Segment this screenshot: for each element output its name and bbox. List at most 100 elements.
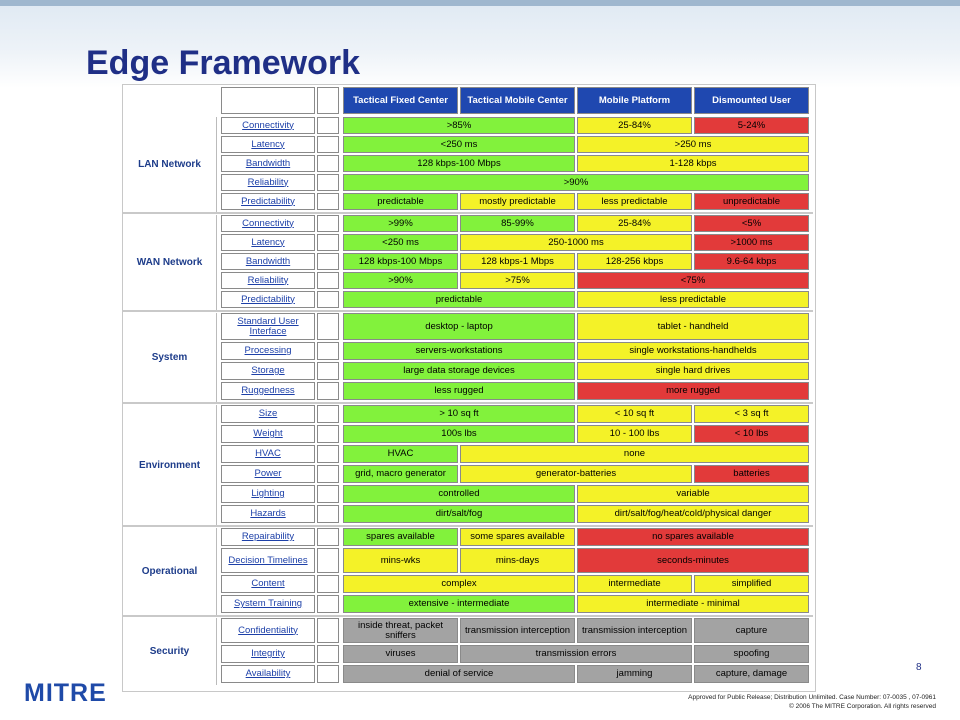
value-cell: some spares available bbox=[460, 528, 575, 546]
section-label: Security bbox=[123, 618, 217, 685]
value-cell: denial of service bbox=[343, 665, 575, 683]
value-cell: mins-days bbox=[460, 548, 575, 573]
value-cell: spoofing bbox=[694, 645, 809, 663]
value-cell: simplified bbox=[694, 575, 809, 593]
section-label: Operational bbox=[123, 528, 217, 615]
row-blank-cell bbox=[317, 313, 339, 340]
row-attribute-link[interactable]: Connectivity bbox=[221, 117, 315, 134]
value-cell: 100s lbs bbox=[343, 425, 575, 443]
value-cell: >85% bbox=[343, 117, 575, 134]
value-cell: predictable bbox=[343, 291, 575, 308]
value-cell: 85-99% bbox=[460, 215, 575, 232]
row-blank-cell bbox=[317, 155, 339, 172]
row-attribute-link[interactable]: Predictability bbox=[221, 193, 315, 210]
row-attribute-link[interactable]: Reliability bbox=[221, 174, 315, 191]
row-attribute-link[interactable]: Ruggedness bbox=[221, 382, 315, 400]
row-attribute-link[interactable]: Size bbox=[221, 405, 315, 423]
value-cell: HVAC bbox=[343, 445, 458, 463]
value-cell: batteries bbox=[694, 465, 809, 483]
value-cell: tablet - handheld bbox=[577, 313, 809, 340]
value-cell: capture bbox=[694, 618, 809, 643]
header-cell: Tactical Fixed Center bbox=[343, 87, 458, 114]
row-attribute-link[interactable]: System Training bbox=[221, 595, 315, 613]
row-attribute-link[interactable]: Bandwidth bbox=[221, 155, 315, 172]
value-cell: inside threat, packet sniffers bbox=[343, 618, 458, 643]
slide-title: Edge Framework bbox=[86, 44, 360, 82]
row-attribute-link[interactable]: Content bbox=[221, 575, 315, 593]
value-cell: >90% bbox=[343, 174, 809, 191]
value-cell: less rugged bbox=[343, 382, 575, 400]
value-cell: transmission interception bbox=[460, 618, 575, 643]
section-divider bbox=[123, 525, 813, 527]
row-attribute-link[interactable]: Latency bbox=[221, 234, 315, 251]
value-cell: <75% bbox=[577, 272, 809, 289]
section-divider bbox=[123, 615, 813, 617]
value-cell: dirt/salt/fog/heat/cold/physical danger bbox=[577, 505, 809, 523]
row-blank-cell bbox=[317, 618, 339, 643]
row-attribute-link[interactable]: Lighting bbox=[221, 485, 315, 503]
section-divider bbox=[123, 402, 813, 404]
value-cell: jamming bbox=[577, 665, 692, 683]
value-cell: extensive - intermediate bbox=[343, 595, 575, 613]
row-attribute-link[interactable]: Reliability bbox=[221, 272, 315, 289]
value-cell: unpredictable bbox=[694, 193, 809, 210]
row-attribute-link[interactable]: Hazards bbox=[221, 505, 315, 523]
value-cell: intermediate - minimal bbox=[577, 595, 809, 613]
row-attribute-link[interactable]: Bandwidth bbox=[221, 253, 315, 270]
value-cell: <5% bbox=[694, 215, 809, 232]
value-cell: variable bbox=[577, 485, 809, 503]
value-cell: 25-84% bbox=[577, 215, 692, 232]
value-cell: capture, damage bbox=[694, 665, 809, 683]
row-attribute-link[interactable]: Confidentiality bbox=[221, 618, 315, 643]
value-cell: >1000 ms bbox=[694, 234, 809, 251]
value-cell: desktop - laptop bbox=[343, 313, 575, 340]
header-cell: Tactical Mobile Center bbox=[460, 87, 575, 114]
row-attribute-link[interactable]: Decision Timelines bbox=[221, 548, 315, 573]
value-cell: spares available bbox=[343, 528, 458, 546]
row-attribute-link[interactable]: Standard User Interface bbox=[221, 313, 315, 340]
row-blank-cell bbox=[317, 405, 339, 423]
row-blank-cell bbox=[317, 136, 339, 153]
slide-header-band bbox=[0, 0, 960, 88]
row-attribute-link[interactable]: Latency bbox=[221, 136, 315, 153]
row-attribute-link[interactable]: HVAC bbox=[221, 445, 315, 463]
row-attribute-link[interactable]: Integrity bbox=[221, 645, 315, 663]
row-blank-cell bbox=[317, 485, 339, 503]
row-attribute-link[interactable]: Weight bbox=[221, 425, 315, 443]
value-cell: 128 kbps-100 Mbps bbox=[343, 253, 458, 270]
header-cell: Mobile Platform bbox=[577, 87, 692, 114]
section-divider bbox=[123, 212, 813, 214]
row-attribute-link[interactable]: Availability bbox=[221, 665, 315, 683]
value-cell: grid, macro generator bbox=[343, 465, 458, 483]
value-cell: mostly predictable bbox=[460, 193, 575, 210]
row-attribute-link[interactable]: Predictability bbox=[221, 291, 315, 308]
row-attribute-link[interactable]: Repairability bbox=[221, 528, 315, 546]
row-blank-cell bbox=[317, 342, 339, 360]
row-attribute-link[interactable]: Storage bbox=[221, 362, 315, 380]
row-blank-cell bbox=[317, 445, 339, 463]
row-blank-cell bbox=[317, 362, 339, 380]
row-blank-cell bbox=[317, 382, 339, 400]
value-cell: generator-batteries bbox=[460, 465, 692, 483]
value-cell: 128-256 kbps bbox=[577, 253, 692, 270]
value-cell: >99% bbox=[343, 215, 458, 232]
row-blank-cell bbox=[317, 272, 339, 289]
value-cell: no spares available bbox=[577, 528, 809, 546]
row-attribute-link[interactable]: Connectivity bbox=[221, 215, 315, 232]
value-cell: seconds-minutes bbox=[577, 548, 809, 573]
row-attribute-link[interactable]: Processing bbox=[221, 342, 315, 360]
page-number: 8 bbox=[916, 662, 922, 673]
row-blank-cell bbox=[317, 117, 339, 134]
row-blank-cell bbox=[317, 234, 339, 251]
value-cell: mins-wks bbox=[343, 548, 458, 573]
value-cell: >250 ms bbox=[577, 136, 809, 153]
row-attribute-link[interactable]: Power bbox=[221, 465, 315, 483]
row-blank-cell bbox=[317, 291, 339, 308]
section-label: Environment bbox=[123, 405, 217, 525]
value-cell: less predictable bbox=[577, 291, 809, 308]
value-cell: predictable bbox=[343, 193, 458, 210]
value-cell: 25-84% bbox=[577, 117, 692, 134]
value-cell: less predictable bbox=[577, 193, 692, 210]
value-cell: transmission interception bbox=[577, 618, 692, 643]
